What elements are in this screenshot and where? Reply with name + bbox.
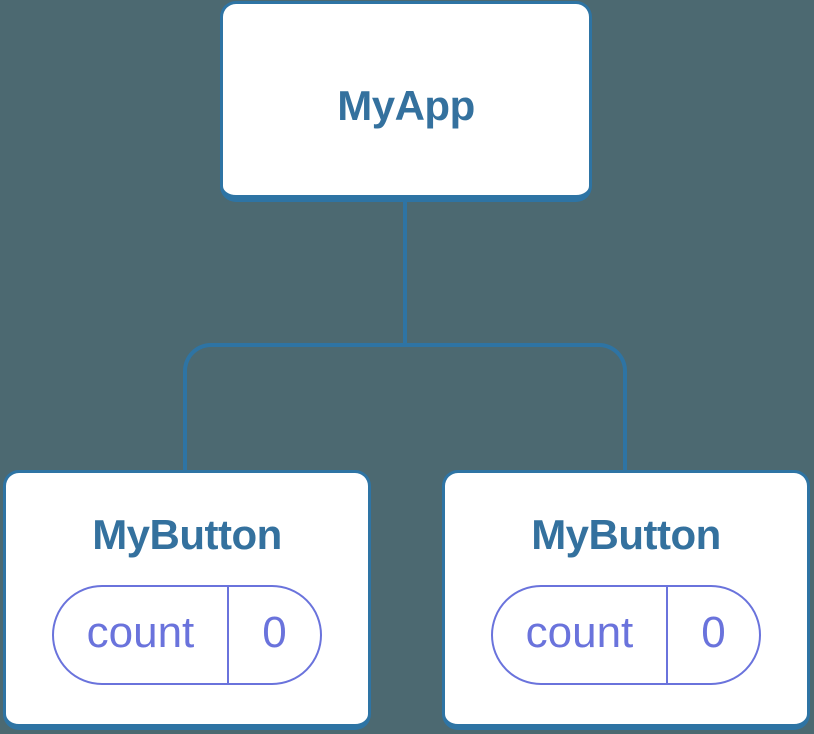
node-mybutton-right: MyButton count 0 [442,470,810,730]
state-pill-left-value: 0 [262,607,287,657]
connector-branch [183,343,627,470]
state-pill-left-key-cell: count [54,586,229,683]
state-pill-right-key-cell: count [493,586,668,683]
state-pill-left-value-cell: 0 [229,587,320,683]
state-pill-left: count 0 [52,584,322,685]
state-pill-right-key: count [525,607,634,657]
state-pill-left-key: count [86,607,195,657]
node-myapp-label: MyApp [337,82,475,130]
node-mybutton-left-label: MyButton [92,511,282,559]
state-pill-right: count 0 [491,584,761,685]
state-pill-right-value-cell: 0 [668,587,759,683]
connector-root-stem [403,202,407,344]
node-mybutton-right-label: MyButton [531,511,721,559]
state-pill-right-value: 0 [701,607,726,657]
node-mybutton-left: MyButton count 0 [3,470,371,730]
node-myapp: MyApp [220,1,592,202]
